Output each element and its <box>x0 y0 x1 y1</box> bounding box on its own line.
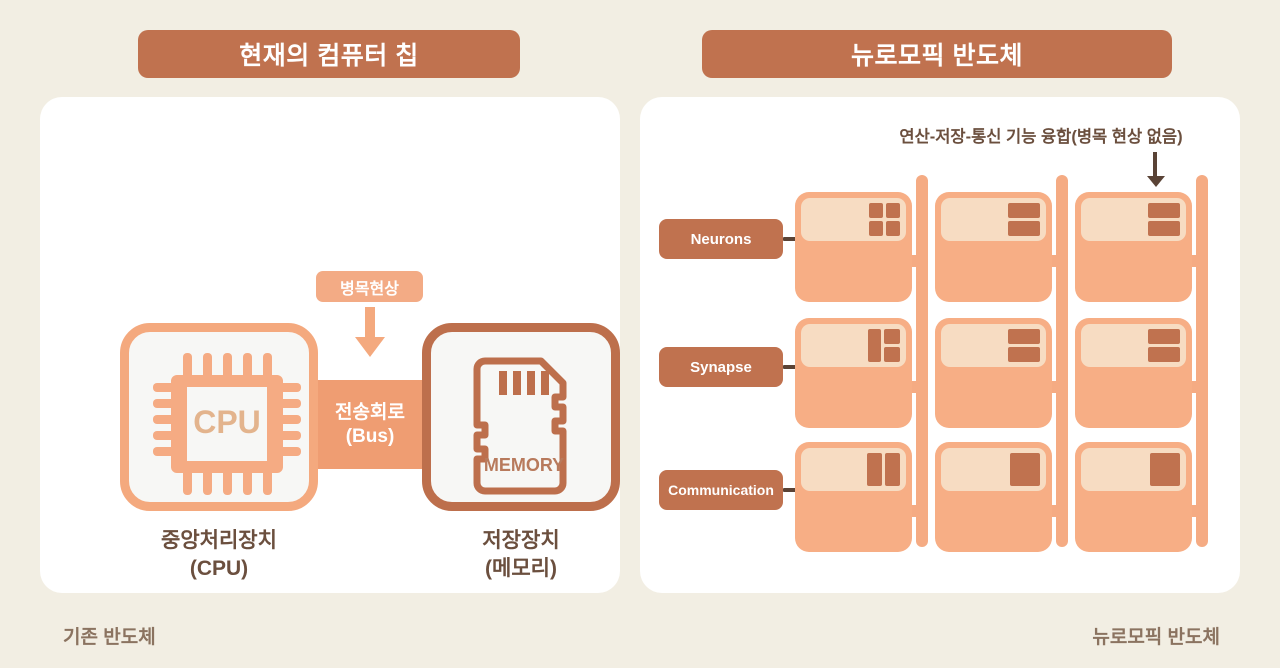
bus-label-line2: (Bus) <box>345 425 395 447</box>
core-window <box>1081 448 1186 491</box>
memory-device-label: 저장장치 (메모리) <box>416 527 626 582</box>
core-cell-r2c2 <box>935 318 1052 428</box>
core-cell-r2c1 <box>795 318 912 428</box>
interconnect-rail-3 <box>1196 175 1208 547</box>
core-cell-r3c3 <box>1075 442 1192 552</box>
core-cell-r3c1 <box>795 442 912 552</box>
core-window <box>941 324 1046 367</box>
bottleneck-down-arrow-icon <box>355 307 385 357</box>
cpu-card: CPU <box>120 323 318 511</box>
row-tag-connector-synapse <box>783 365 797 369</box>
right-section-title: 뉴로모픽 반도체 <box>702 30 1172 78</box>
core-window <box>801 448 906 491</box>
glyph-bars2-icon <box>1148 329 1180 362</box>
memory-label-line1: 저장장치 <box>482 529 560 552</box>
left-panel: 병목현상 전송회로 (Bus) <box>40 97 620 593</box>
core-cell-r2c3 <box>1075 318 1192 428</box>
glyph-bars2-icon <box>1008 329 1040 362</box>
core-window <box>1081 198 1186 241</box>
core-cell-r1c2 <box>935 192 1052 302</box>
core-window <box>801 198 906 241</box>
glyph-mixed-icon <box>868 329 900 362</box>
row-tag-connector-communication <box>783 488 797 492</box>
bus-block: 전송회로 (Bus) <box>308 380 432 469</box>
row-tag-connector-neurons <box>783 237 797 241</box>
cpu-label-line1: 중앙처리장치 <box>161 529 277 552</box>
cpu-icon-text: CPU <box>193 404 261 440</box>
glyph-bars2-icon <box>1008 203 1040 236</box>
glyph-quad-icon <box>869 203 900 236</box>
memory-card-icon: MEMORY <box>473 357 567 495</box>
left-footer-caption: 기존 반도체 <box>63 627 156 648</box>
glyph-solid-icon <box>1150 453 1180 486</box>
interconnect-rail-2 <box>1056 175 1068 547</box>
core-cell-r3c2 <box>935 442 1052 552</box>
bus-label-line1: 전송회로 <box>335 401 405 423</box>
memory-card: MEMORY <box>422 323 620 511</box>
fusion-down-arrow-icon <box>1147 152 1165 187</box>
row-tag-communication: Communication <box>659 470 783 510</box>
cpu-chip-icon: CPU <box>153 353 301 495</box>
glyph-vert2-icon <box>867 453 900 486</box>
glyph-solid-icon <box>1010 453 1040 486</box>
row-tag-neurons-label: Neurons <box>690 230 752 248</box>
fusion-annotation: 연산-저장-통신 기능 융합(병목 현상 없음) <box>899 128 1183 146</box>
core-window <box>1081 324 1186 367</box>
left-section-title: 현재의 컴퓨터 칩 <box>138 30 520 78</box>
cpu-device-label: 중앙처리장치 (CPU) <box>114 527 324 582</box>
core-window <box>941 198 1046 241</box>
row-tag-synapse: Synapse <box>659 347 783 387</box>
row-tag-communication-label: Communication <box>668 482 774 498</box>
right-footer-caption: 뉴로모픽 반도체 <box>1092 627 1220 648</box>
row-tag-synapse-label: Synapse <box>690 358 752 376</box>
core-cell-r1c3 <box>1075 192 1192 302</box>
memory-label-line2: (메모리) <box>485 556 557 580</box>
row-tag-neurons: Neurons <box>659 219 783 259</box>
interconnect-rail-1 <box>916 175 928 547</box>
core-window <box>941 448 1046 491</box>
bottleneck-badge: 병목현상 <box>316 271 423 302</box>
cpu-label-line2: (CPU) <box>189 556 249 580</box>
memory-icon-text: MEMORY <box>484 455 564 475</box>
glyph-bars2-icon <box>1148 203 1180 236</box>
core-cell-r1c1 <box>795 192 912 302</box>
core-window <box>801 324 906 367</box>
